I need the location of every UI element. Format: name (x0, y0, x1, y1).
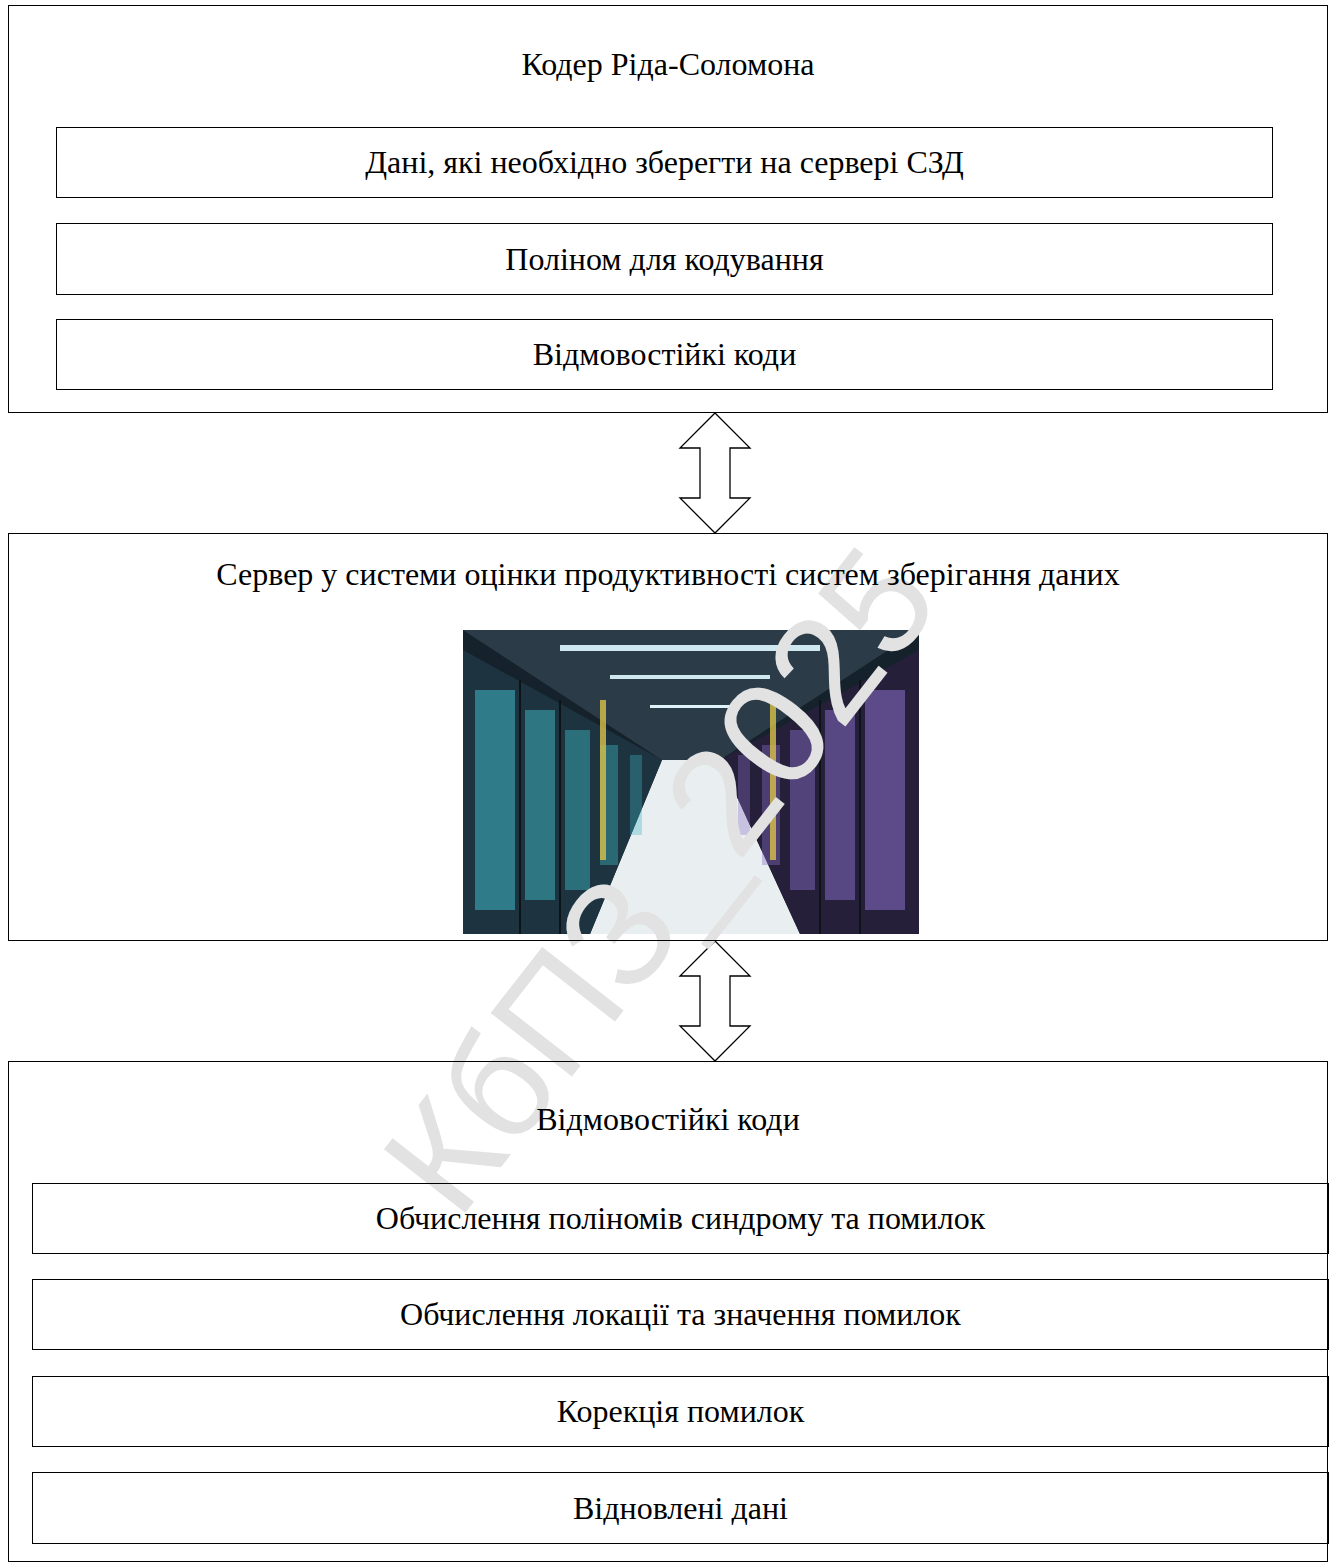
process-box: Обчислення локації та значення помилок (32, 1279, 1329, 1350)
process-box: Відновлені дані (32, 1472, 1329, 1544)
process-box: Поліном для кодування (56, 223, 1273, 295)
box-label: Відновлені дані (573, 1490, 788, 1527)
process-box: Відмовостійкі коди (56, 319, 1273, 390)
box-heading: Відмовостійкі коди (9, 1101, 1327, 1138)
box-label: Обчислення поліномів синдрому та помилок (376, 1200, 985, 1237)
box-label: Поліном для кодування (505, 241, 823, 278)
process-box: Корекція помилок (32, 1376, 1329, 1447)
process-box: Обчислення поліномів синдрому та помилок (32, 1183, 1329, 1254)
box-label: Обчислення локації та значення помилок (400, 1296, 961, 1333)
double-block-arrow (680, 413, 750, 533)
box-label: Дані, які необхідно зберегти на сервері … (365, 144, 963, 181)
box-heading: Кодер Ріда-Соломона (9, 46, 1327, 83)
group-box: Кодер Ріда-СоломонаДані, які необхідно з… (8, 5, 1328, 413)
server-box: Сервер у системи оцінки продуктивності с… (8, 533, 1328, 941)
box-label: Корекція помилок (557, 1393, 805, 1430)
group-box: Відмовостійкі кодиОбчислення поліномів с… (8, 1061, 1328, 1562)
box-label: Відмовостійкі коди (533, 336, 797, 373)
box-heading: Сервер у системи оцінки продуктивності с… (9, 556, 1327, 593)
process-box: Дані, які необхідно зберегти на сервері … (56, 127, 1273, 198)
